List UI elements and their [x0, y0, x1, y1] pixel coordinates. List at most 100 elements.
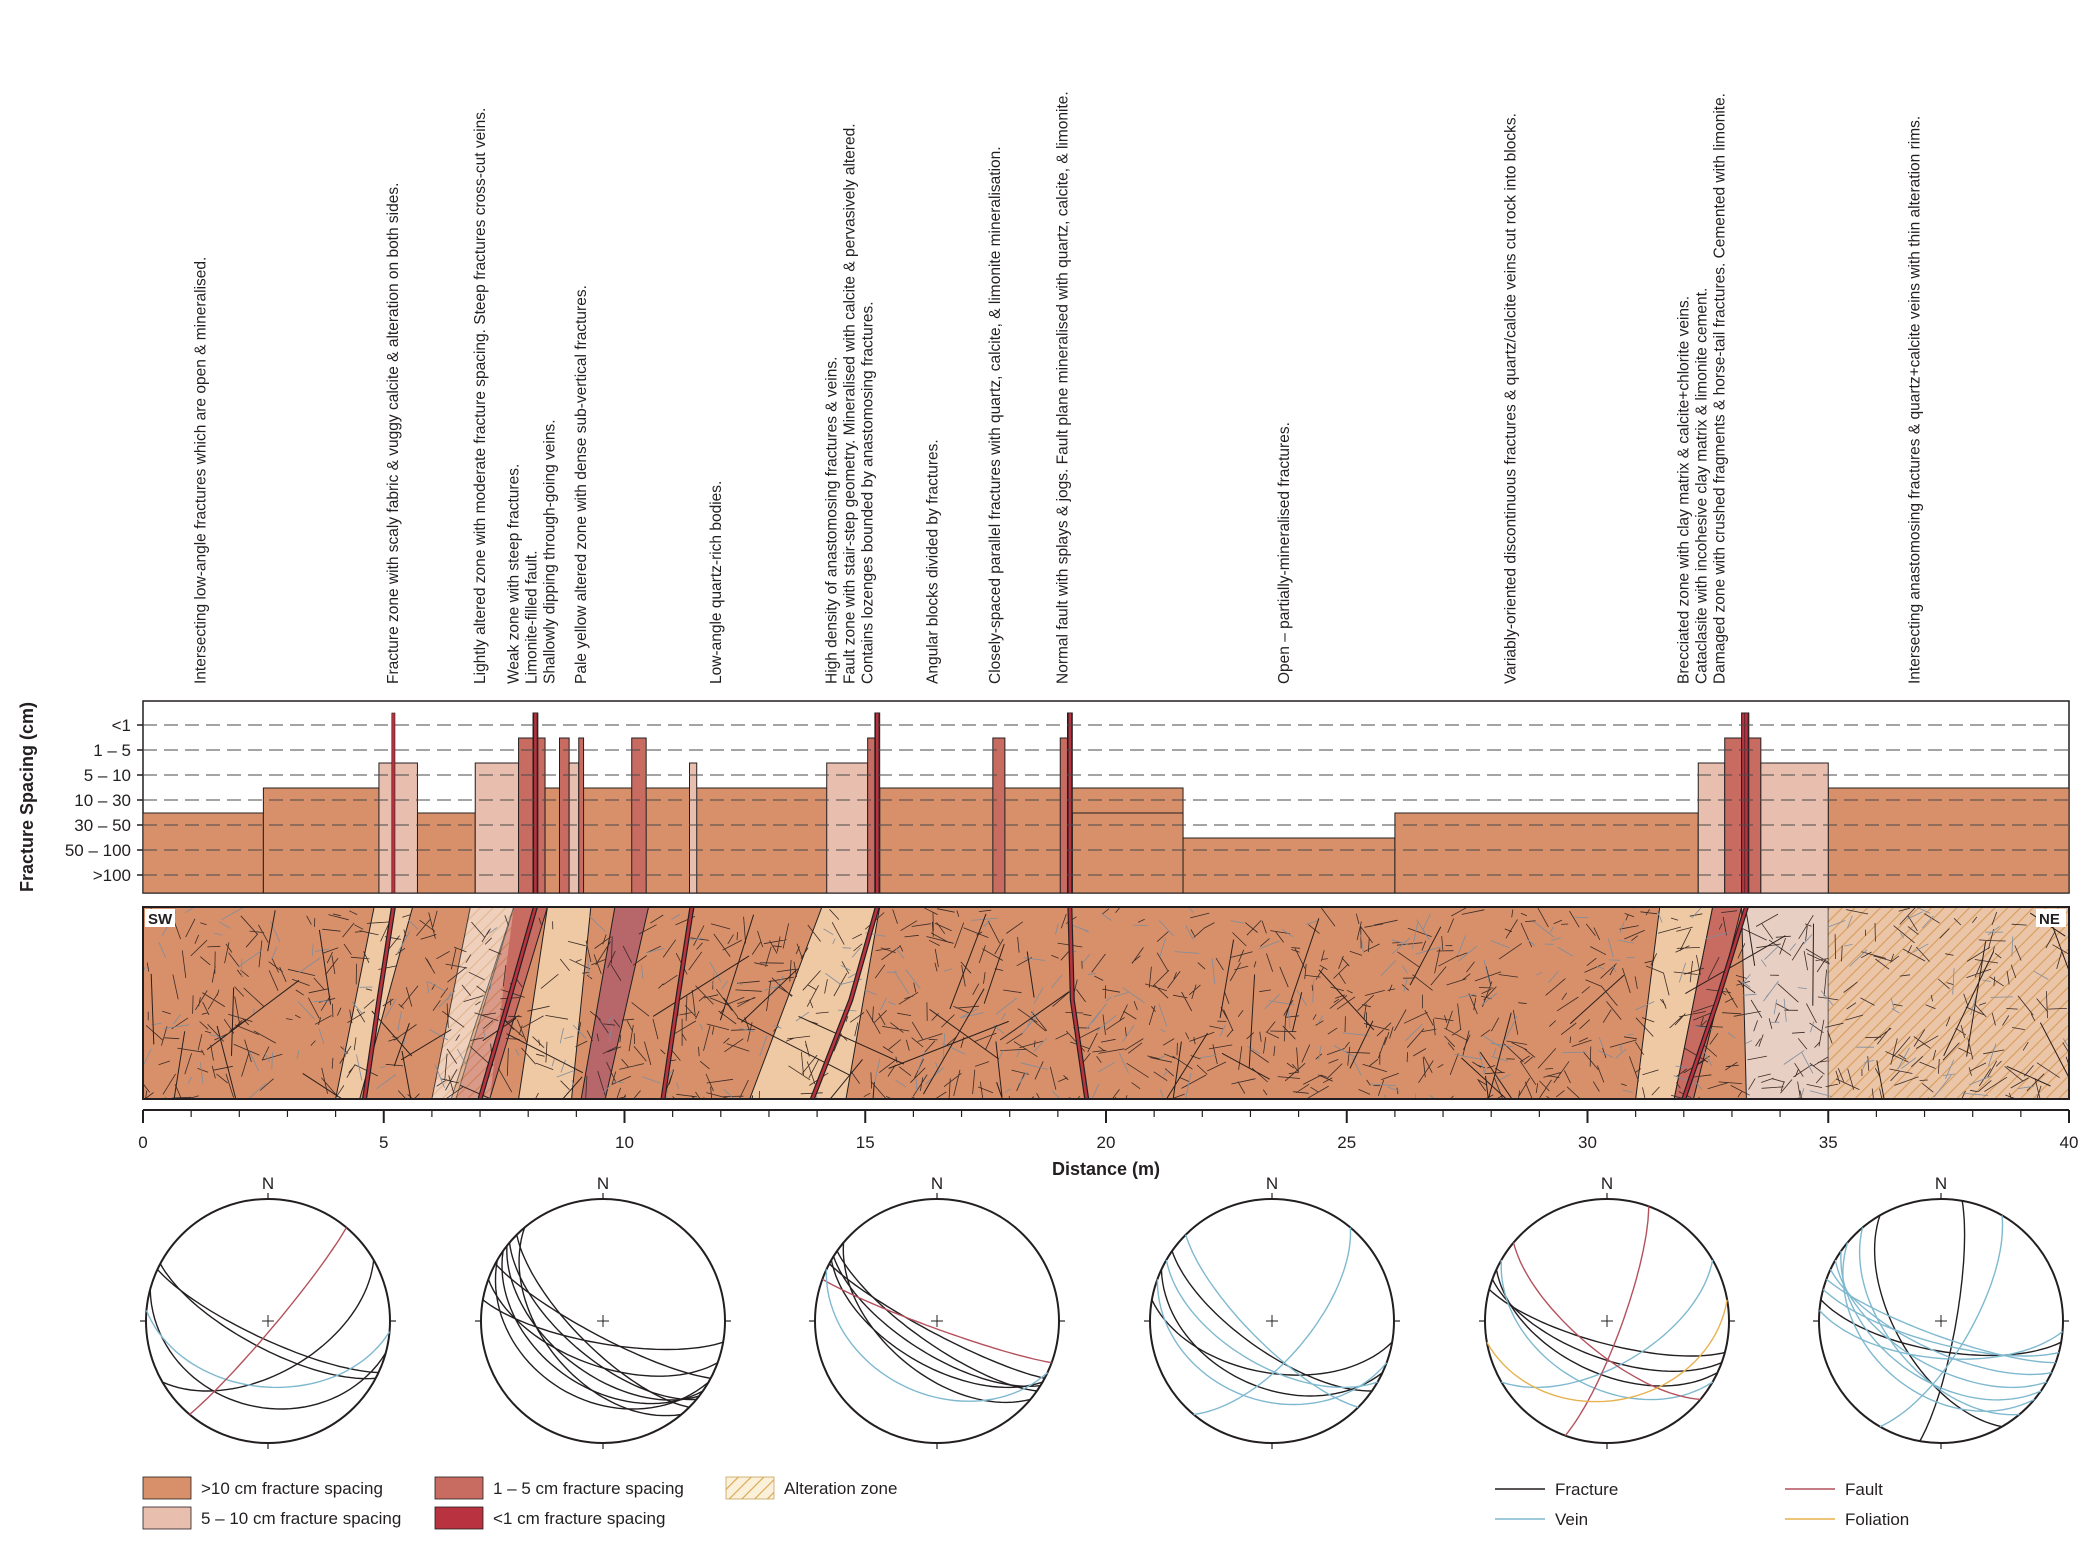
great-circle-vein: [1829, 1269, 2052, 1376]
annotation-line: Open – partially-mineralised fractures.: [1276, 422, 1293, 684]
annotation-line: Weak zone with steep fractures.: [506, 464, 523, 684]
vein-texture: [143, 907, 2069, 1099]
spacing-zone-bar: [1059, 737, 1068, 894]
spacing-zone-bar: [537, 737, 546, 894]
x-tick-label: 15: [856, 1133, 875, 1152]
legend-swatch-spacing-1-5: [434, 1476, 484, 1500]
annotation-line: Variably-oriented discontinuous fracture…: [1502, 113, 1519, 684]
stereonet: N: [1813, 1174, 2069, 1449]
sw-label: SW: [148, 911, 173, 928]
spacing-bar: [262, 787, 385, 894]
pale-altered-zone: [518, 907, 592, 1099]
annotation-line: Lightly altered zone with moderate fract…: [472, 108, 489, 684]
spacing-zone-bar: [578, 737, 585, 894]
great-circle-fracture: [156, 1268, 379, 1374]
great-circle-fracture: [162, 1259, 375, 1392]
legend-label-spacing-1-5: 1 – 5 cm fracture spacing: [493, 1479, 684, 1498]
spacing-gridlines: [137, 724, 2069, 876]
x-tick-label: 20: [1097, 1133, 1116, 1152]
annotation-line: Intersecting anastomosing fractures & qu…: [1907, 116, 1924, 684]
great-circle-vein: [825, 1269, 1049, 1402]
legend-label-spacing-5-10: 5 – 10 cm fracture spacing: [201, 1509, 401, 1528]
y-axis-title: Fracture Spacing (cm): [17, 702, 37, 892]
spacing-bar: [142, 812, 264, 894]
long-fractures: [150, 910, 2069, 1099]
x-tick-label: 40: [2060, 1133, 2079, 1152]
great-circle-vein: [1825, 1278, 2056, 1364]
legend-label-fault: Fault: [1845, 1480, 1883, 1499]
spacing-zone-bar: [992, 737, 1006, 894]
y-tick-label: 50 – 100: [65, 841, 131, 860]
y-tick-label: 30 – 50: [74, 816, 131, 835]
spacing-spike: [1067, 712, 1072, 894]
section-faults: [362, 907, 1749, 1099]
north-label: N: [1935, 1174, 1947, 1193]
great-circle-fracture: [828, 1263, 1045, 1379]
legend-label-spacing-lt1: <1 cm fracture spacing: [493, 1509, 665, 1528]
x-tick-label: 0: [138, 1133, 147, 1152]
x-tick-label: 30: [1578, 1133, 1597, 1152]
annotation-labels: Intersecting low-angle fractures which a…: [193, 91, 1924, 684]
fracture-texture: [143, 907, 2069, 1099]
annotation-line: Intersecting low-angle fractures which a…: [193, 257, 210, 684]
spacing-spike: [1744, 712, 1749, 894]
annotation-line: Angular blocks divided by fractures.: [925, 439, 942, 684]
great-circle-vein: [1156, 1279, 1388, 1406]
geological-cross-section: SW NE: [142, 906, 2070, 1100]
great-circle-fracture: [149, 1289, 387, 1410]
fault-trace: [811, 907, 879, 1099]
great-circle-vein: [1834, 1259, 2047, 1389]
x-tick-label: 5: [379, 1133, 388, 1152]
limonite-fault-zone: [580, 907, 650, 1099]
ne-label-bg: [2036, 909, 2066, 927]
great-circle-fracture: [1160, 1269, 1384, 1397]
x-tick-label: 10: [615, 1133, 634, 1152]
stereonet: N: [1144, 1174, 1400, 1449]
annotation-line: Contains lozenges bounded by anastomosin…: [859, 301, 876, 684]
great-circle-fault: [1512, 1242, 1701, 1401]
spacing-spike: [875, 712, 880, 894]
great-circle-vein: [1185, 1234, 1359, 1408]
annotation-line: Damaged zone with crushed fragments & ho…: [1712, 93, 1729, 684]
annotation-line: Fault zone with stair-step geometry. Min…: [841, 123, 858, 684]
alteration-zone: [1828, 907, 2069, 1099]
great-circle-fracture: [1488, 1288, 1725, 1357]
great-circle-vein: [1822, 1288, 2059, 1357]
north-label: N: [1266, 1174, 1278, 1193]
x-tick-label: 25: [1337, 1133, 1356, 1152]
great-circle-fracture: [501, 1250, 704, 1405]
legend-label-spacing-10: >10 cm fracture spacing: [201, 1479, 383, 1498]
great-circle-vein: [1879, 1215, 2004, 1428]
legend: >10 cm fracture spacing 5 – 10 cm fractu…: [142, 1476, 1909, 1530]
great-circle-fracture: [508, 1242, 697, 1401]
annotation-line: Pale yellow altered zone with dense sub-…: [573, 285, 590, 684]
great-circle-vein: [1840, 1250, 2042, 1401]
annotation-line: Normal fault with splays & jogs. Fault p…: [1055, 91, 1072, 684]
spacing-zone-bar: [689, 762, 698, 894]
great-circle-fracture: [1820, 1299, 2062, 1357]
legend-label-fracture: Fracture: [1555, 1480, 1618, 1499]
stereonet: N: [140, 1174, 396, 1449]
great-circle-fracture: [482, 1299, 724, 1351]
annotation-line: Fracture zone with scaly fabric & vuggy …: [385, 183, 402, 684]
ne-label: NE: [2039, 911, 2060, 928]
great-circle-vein: [145, 1310, 391, 1389]
great-circle-fault: [1564, 1206, 1650, 1437]
annotation-line: Shallowly dipping through-going veins.: [542, 419, 559, 684]
great-circle-fracture: [1151, 1299, 1393, 1376]
fault-trace: [661, 907, 694, 1099]
spacing-zone-bar: [474, 762, 520, 894]
spacing-zone-bar: [544, 787, 560, 894]
spacing-zone-bar: [378, 762, 418, 894]
fracture-zone: [335, 907, 414, 1099]
section-fracture-texture: [143, 907, 2069, 1099]
great-circle-fracture: [1495, 1269, 1718, 1387]
spacing-bar: [1394, 812, 1699, 894]
spacing-zone-bar: [1697, 762, 1726, 894]
damaged-zone: [1741, 907, 1829, 1099]
fault-trace: [1068, 907, 1088, 1099]
annotation-line: Cataclasite with incohesive clay matrix …: [1694, 288, 1711, 684]
